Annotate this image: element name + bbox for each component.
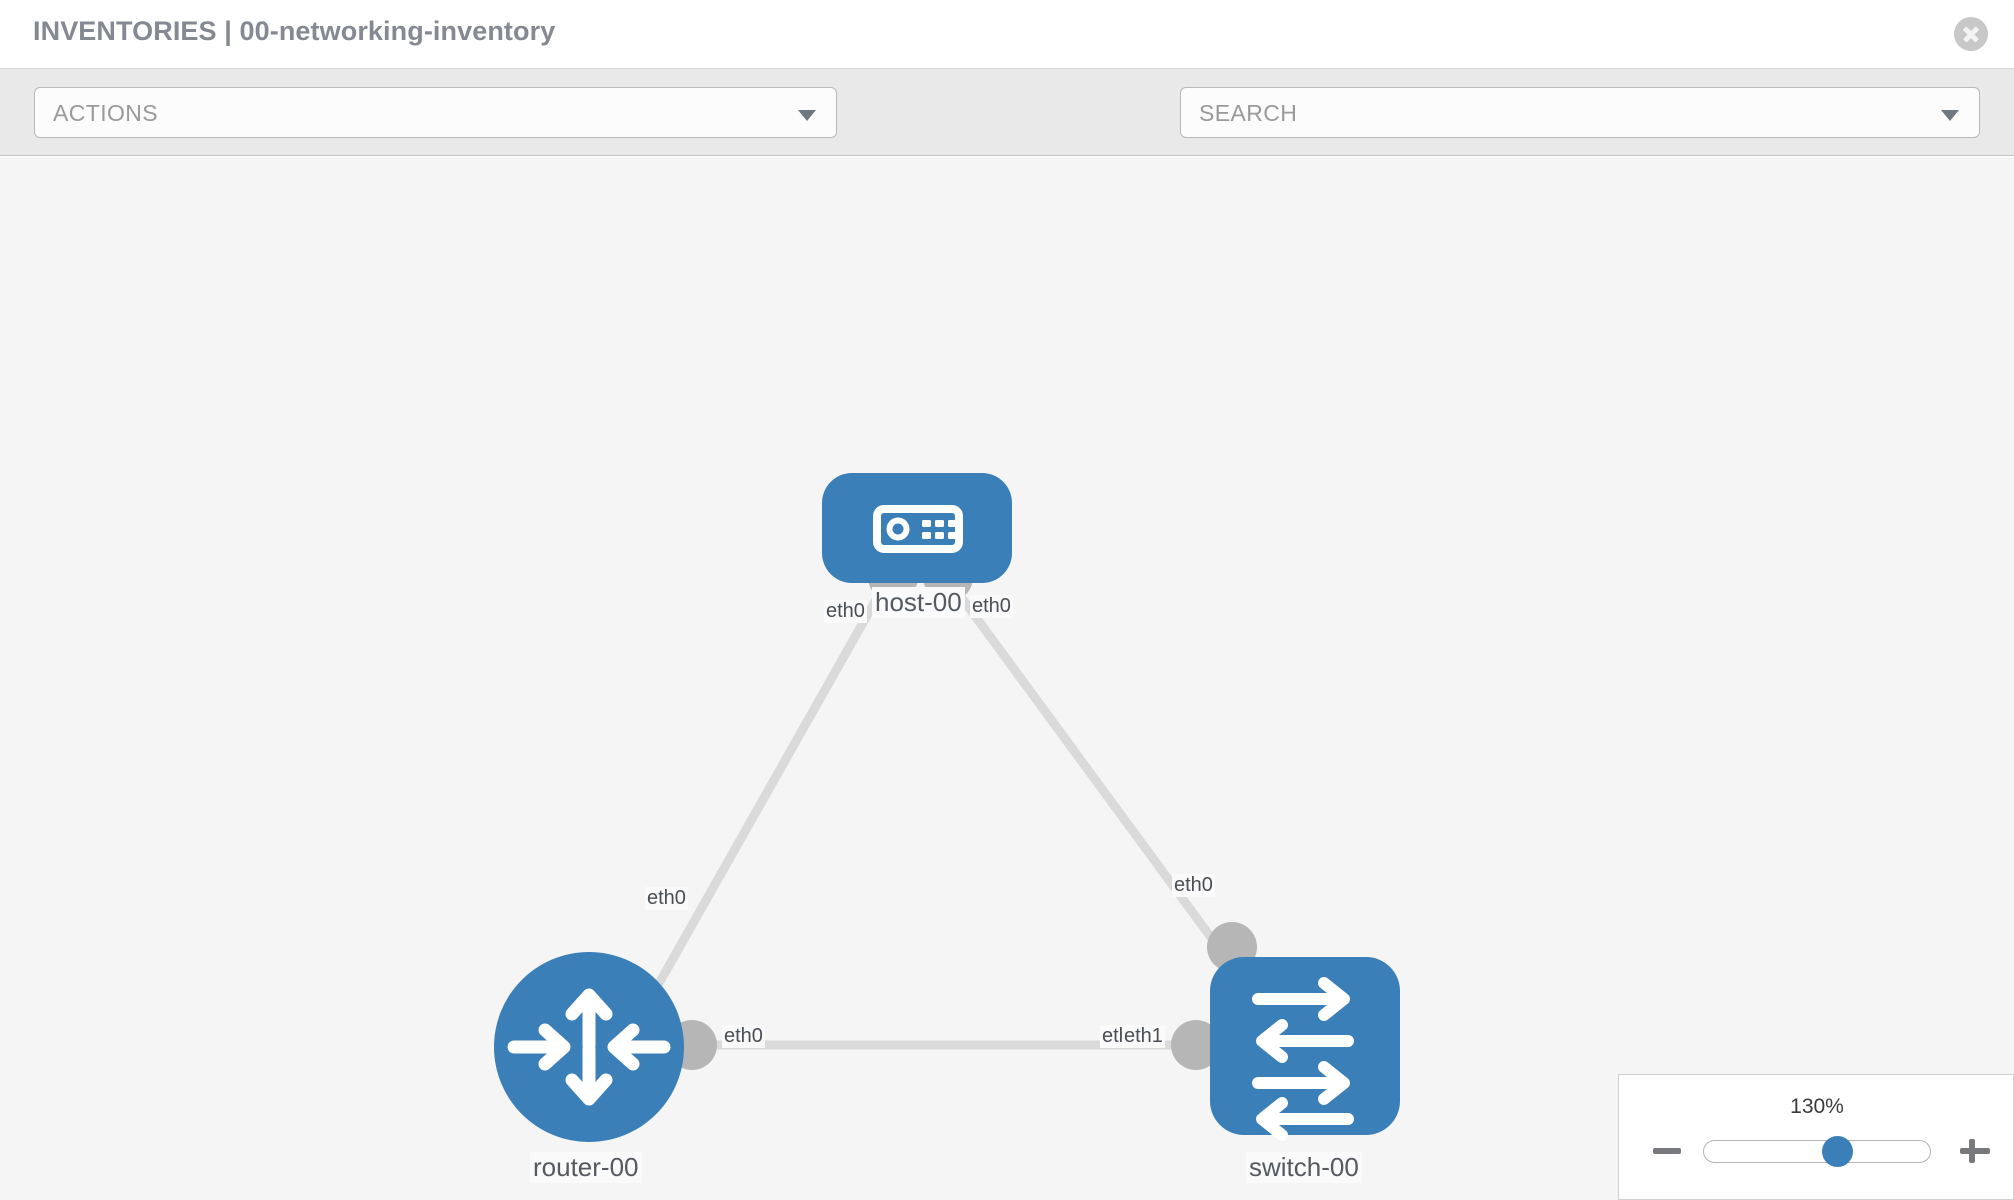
- zoom-level-value: 130%: [1790, 1095, 1844, 1118]
- toolbar: ACTIONS SEARCH: [0, 69, 2014, 198]
- router-icon: [507, 988, 671, 1106]
- iface-label: eth0: [970, 595, 1013, 618]
- zoom-in-button[interactable]: [1957, 1133, 1993, 1169]
- node-switch-00: [1210, 957, 1400, 1141]
- node-label-router: router-00: [530, 1152, 642, 1183]
- switch-icon: [1252, 977, 1354, 1141]
- node-label-host: host-00: [872, 587, 965, 618]
- actions-dropdown-label: ACTIONS: [53, 100, 159, 126]
- chevron-down-icon: [798, 110, 816, 121]
- zoom-slider-track[interactable]: [1703, 1136, 1931, 1167]
- close-icon[interactable]: [1954, 17, 1988, 51]
- iface-label: eth0: [645, 887, 688, 910]
- zoom-slider-row: [1619, 1133, 2014, 1169]
- topology-graph: eth0 eth0 eth0 eth0 eth0 eth0 eth1 host-…: [0, 157, 2014, 1200]
- link-host-router: [636, 572, 894, 1020]
- link-host-switch: [941, 572, 1244, 980]
- node-router-00: [494, 952, 684, 1142]
- iface-label: eth0: [824, 600, 867, 623]
- node-label-switch: switch-00: [1246, 1152, 1362, 1183]
- actions-dropdown[interactable]: ACTIONS: [34, 87, 837, 138]
- zoom-control-panel: 130%: [1618, 1074, 2014, 1200]
- zoom-out-button[interactable]: [1649, 1133, 1685, 1169]
- iface-label: eth0: [722, 1025, 765, 1048]
- iface-label: eth1: [1122, 1025, 1165, 1048]
- chevron-down-icon: [1941, 110, 1959, 121]
- port-switch-left: [1171, 1020, 1221, 1070]
- page-title: INVENTORIES | 00-networking-inventory: [33, 16, 556, 46]
- iface-label: eth0: [1172, 874, 1215, 897]
- zoom-slider-thumb[interactable]: [1822, 1136, 1854, 1167]
- node-host-00: [822, 473, 1012, 583]
- search-placeholder: SEARCH: [1199, 100, 1298, 126]
- page-header: INVENTORIES | 00-networking-inventory: [0, 0, 2014, 69]
- search-input[interactable]: SEARCH: [1180, 87, 1980, 138]
- server-icon: [873, 505, 963, 553]
- topology-svg: [494, 473, 1400, 1142]
- topology-canvas[interactable]: eth0 eth0 eth0 eth0 eth0 eth0 eth1 host-…: [0, 157, 2014, 1200]
- topology-links: [636, 572, 1244, 1050]
